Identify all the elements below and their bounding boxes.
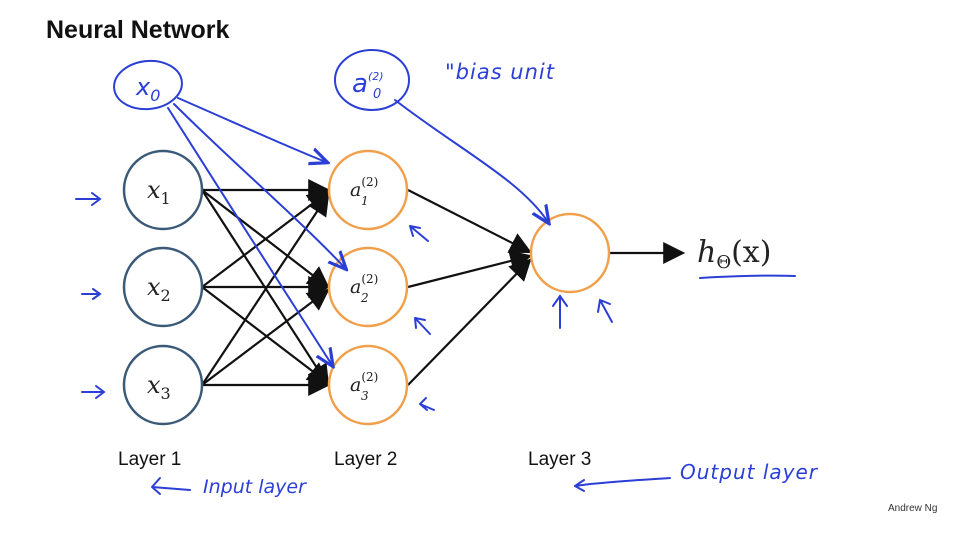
hidden-node-2-var: a (350, 276, 361, 298)
layer-2-label: Layer 2 (334, 449, 398, 470)
svg-text:a(2): a(2) (350, 272, 378, 298)
hidden-node-2-sub: 2 (360, 291, 369, 305)
bias-arrow-to-a2 (173, 103, 345, 268)
svg-text:a(2): a(2) (350, 175, 378, 201)
hypothesis-theta: Θ (716, 252, 731, 273)
bias-arrow-to-output (394, 99, 548, 222)
hypothesis-underline (699, 274, 796, 279)
author-credit: Andrew Ng (888, 503, 938, 514)
svg-text:x2: x2 (147, 273, 171, 305)
bias-a0-circle (334, 49, 410, 111)
edges-input-to-hidden (201, 179, 331, 396)
input-node-2-var: x (147, 273, 161, 301)
bias-arrow-to-a1 (177, 97, 326, 162)
hidden-layer-nodes: a(2) 1 a(2) 2 a(2) 3 (327, 149, 409, 426)
bias-unit-note: "bias unit (445, 60, 555, 84)
hidden-node-1-sub: 1 (361, 194, 369, 208)
output-node (529, 212, 611, 294)
bias-a0-var: a (352, 69, 368, 99)
input-layer-nodes: x1 x2 x3 (122, 149, 204, 426)
input-node-3 (122, 344, 204, 426)
hidden-node-1-var: a (350, 179, 361, 201)
bias-arrow-to-a3 (167, 107, 332, 365)
layer-1-label: Layer 1 (118, 449, 182, 470)
hidden-node-2 (327, 246, 409, 328)
edge-a1-out (407, 189, 532, 253)
input-node-3-sub: 3 (161, 384, 171, 403)
edge-a2-out (407, 250, 533, 289)
svg-text:x1: x1 (147, 176, 171, 208)
svg-text:a(2): a(2) (350, 370, 378, 396)
output-layer-arrow (574, 477, 671, 492)
bias-x0-label: x0 (135, 73, 160, 105)
edge-a3-out (407, 258, 532, 386)
svg-text:x3: x3 (147, 371, 171, 403)
layer-3-label: Layer 3 (528, 449, 592, 470)
input-node-2-sub: 2 (161, 286, 171, 305)
hypothesis-h: h (697, 235, 716, 270)
hidden-arrow-1 (409, 225, 429, 242)
input-arrow-3 (81, 385, 106, 399)
output-layer-note: Output layer (680, 460, 819, 484)
edge-x3-a1 (201, 193, 330, 386)
input-node-3-var: x (147, 371, 161, 399)
hypothesis-label: hΘ(x) (697, 235, 771, 273)
output-arrow-right (597, 298, 613, 323)
slide-title: Neural Network (46, 16, 230, 44)
input-arrow-2 (81, 288, 102, 300)
edge-x2-a1 (201, 190, 330, 288)
hidden-node-2-sup: (2) (361, 272, 378, 286)
input-layer-arrow (151, 477, 191, 495)
handwritten-annotations (75, 49, 796, 495)
edge-x3-a2 (201, 288, 330, 386)
edge-x2-a3 (201, 286, 330, 385)
input-node-1-var: x (147, 176, 161, 204)
input-arrow-1 (75, 192, 102, 206)
hidden-node-1 (327, 149, 409, 231)
hidden-node-1-sup: (2) (361, 175, 378, 189)
input-node-2 (122, 246, 204, 328)
bias-a0-sup: (2) (368, 70, 384, 83)
hidden-arrow-3 (419, 397, 435, 411)
input-layer-note: Input layer (203, 476, 306, 498)
bias-a0-label: a(2) (352, 69, 384, 99)
hidden-node-3 (327, 344, 409, 426)
hypothesis-arg: (x) (731, 235, 771, 270)
hidden-node-3-sub: 3 (361, 389, 369, 403)
hidden-arrow-2 (414, 317, 431, 335)
bias-a0-sub: 0 (373, 87, 381, 102)
hidden-node-3-var: a (350, 374, 361, 396)
edges-hidden-to-output (407, 189, 686, 386)
hidden-node-3-sup: (2) (361, 370, 378, 384)
bias-x0-var: x (135, 73, 151, 101)
output-arrow-left (552, 294, 568, 329)
bias-x0-circle (113, 59, 183, 111)
input-node-1 (122, 149, 204, 231)
bias-x0-sub: 0 (150, 86, 160, 105)
input-node-1-sub: 1 (161, 189, 171, 208)
